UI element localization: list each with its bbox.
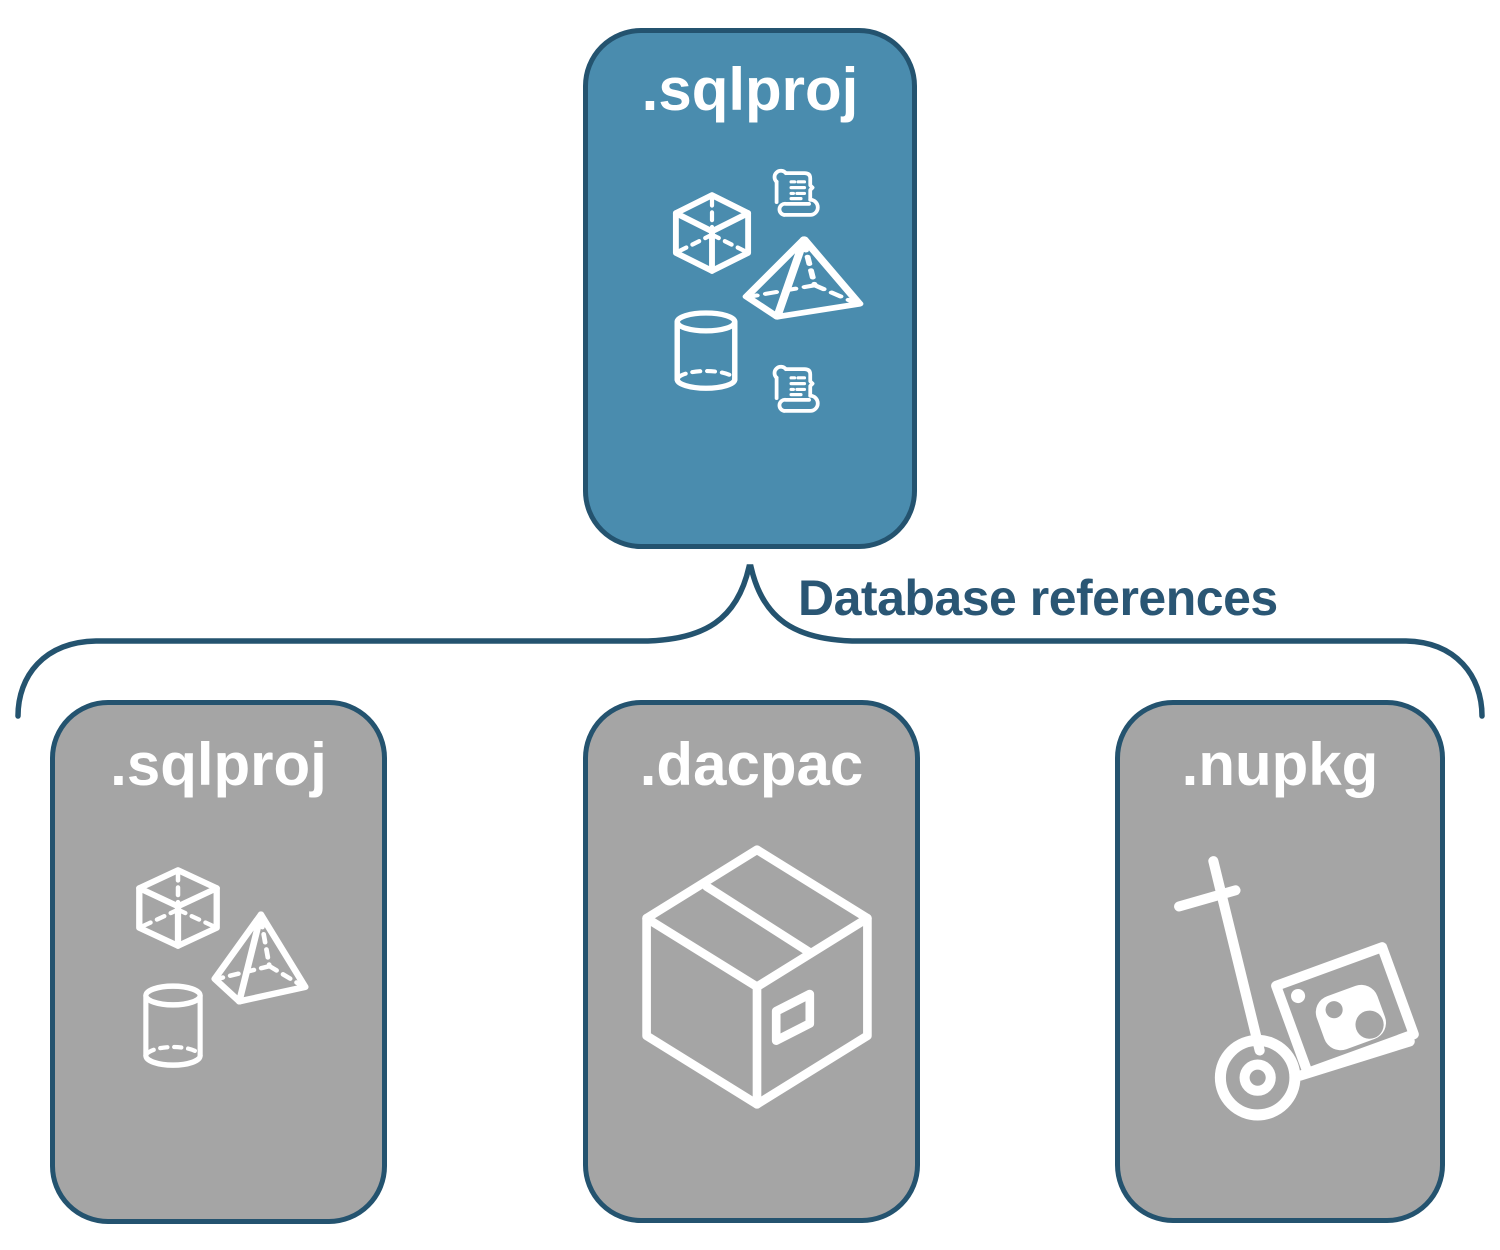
connector-label: Database references	[798, 570, 1278, 626]
pyramid-icon	[742, 236, 864, 320]
child-card-label: .sqlproj	[110, 731, 327, 798]
child-card-nupkg: .nupkg	[1115, 700, 1445, 1223]
root-card-sqlproj: .sqlproj	[583, 28, 917, 549]
child-card-sqlproj: .sqlproj	[50, 700, 387, 1224]
scroll-icon	[765, 165, 823, 223]
root-card-label: .sqlproj	[641, 56, 859, 123]
nuget-trolley-icon	[1165, 845, 1447, 1127]
child-card-label: .dacpac	[639, 731, 864, 798]
cylinder-icon	[140, 983, 206, 1069]
scroll-icon	[765, 361, 823, 419]
cube-icon	[133, 865, 223, 951]
package-box-icon	[637, 840, 877, 1114]
cylinder-icon	[671, 310, 741, 392]
pyramid-icon	[211, 911, 309, 1005]
child-card-label: .nupkg	[1181, 731, 1379, 798]
child-card-dacpac: .dacpac	[583, 700, 920, 1223]
